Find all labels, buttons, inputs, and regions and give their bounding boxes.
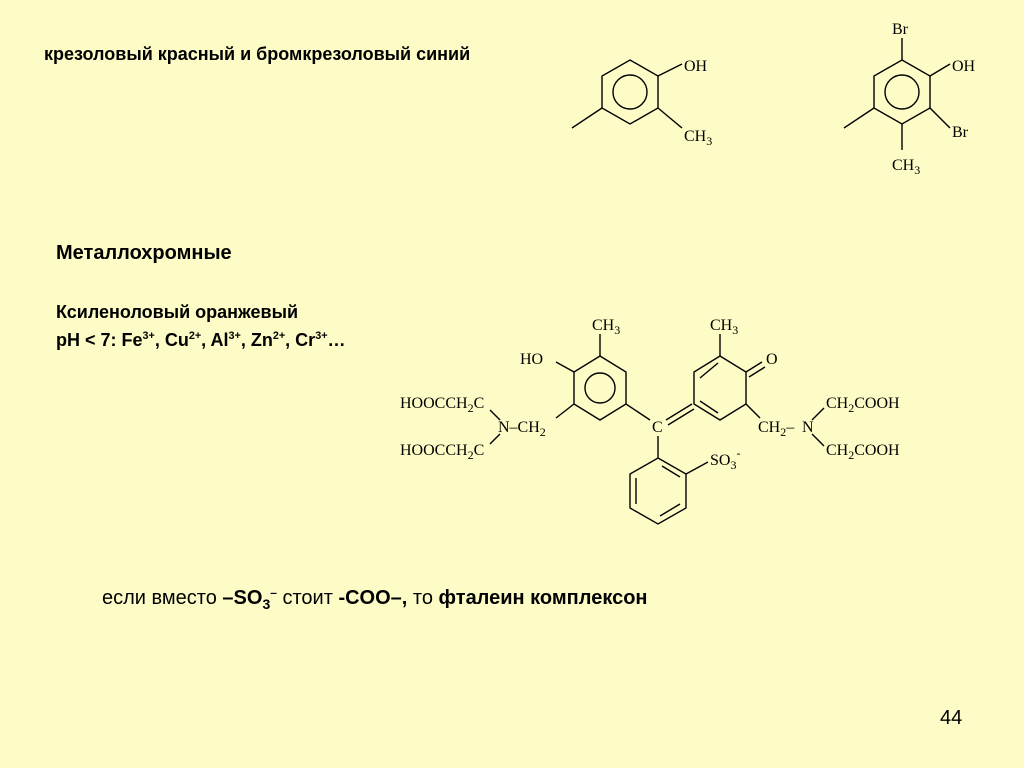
so3-group: –SO3– bbox=[222, 585, 277, 612]
xylenol-carbonyl-o: O bbox=[766, 351, 778, 368]
xylenol-center-right-bond-1 bbox=[665, 403, 693, 421]
ion-cu: Cu2+, bbox=[164, 330, 211, 350]
page-number: 44 bbox=[940, 707, 963, 729]
xylenol-right-lower-arm: CH2COOH bbox=[826, 442, 900, 462]
xylenol-right-ring-double-2 bbox=[699, 400, 719, 414]
xylenol-sulfonate-ring-double-2 bbox=[659, 503, 681, 517]
xylenol-sulfonate-ring bbox=[629, 457, 687, 525]
section-heading-metallochromic: Металлохромные bbox=[56, 242, 232, 264]
xylenol-right-ring-double-1 bbox=[699, 362, 719, 379]
bromocresol-oh: OH bbox=[952, 58, 976, 75]
cresol-oh: OH bbox=[684, 58, 708, 75]
xylenol-center-carbon: C bbox=[652, 419, 663, 436]
xylenol-right-ch2: CH2– bbox=[758, 419, 795, 439]
xylenol-left-ring-aromatic bbox=[584, 372, 616, 404]
cresol-ch3-bond bbox=[657, 107, 683, 129]
bromocresol-methyl-bond bbox=[843, 107, 875, 129]
xylenol-center-right-bond-2 bbox=[667, 408, 695, 426]
ion-al: Al3+, bbox=[210, 330, 251, 350]
xylenol-center-left-bond bbox=[625, 403, 651, 421]
xylenol-left-ring bbox=[573, 355, 627, 421]
xylenol-so3-bond bbox=[685, 461, 709, 475]
cresol-ch3: CH3 bbox=[684, 128, 712, 148]
bromocresol-br-right: Br bbox=[952, 124, 969, 141]
xylenol-ho-bond bbox=[555, 361, 575, 373]
cresol-oh-bond bbox=[657, 63, 683, 77]
bromocresol-ch3: CH3 bbox=[892, 157, 920, 177]
xylenol-ch3-right: CH3 bbox=[710, 317, 738, 337]
xylenol-right-n: N bbox=[802, 419, 814, 436]
xylenol-sulfonate-ring-double-3 bbox=[661, 465, 681, 478]
bromocresol-br-right-bond bbox=[929, 107, 951, 129]
ion-fe: Fe3+, bbox=[121, 330, 165, 350]
xylenol-right-ch2-bond bbox=[745, 403, 761, 419]
xylenol-ch3-left: CH3 bbox=[592, 317, 620, 337]
ion-zn: Zn2+, bbox=[250, 330, 296, 350]
coo-group: -COO–, bbox=[338, 587, 408, 609]
ph-condition-line: pH < 7: Fe3+, Cu2+, Al3+, Zn2+, Cr3+… bbox=[56, 330, 346, 351]
xylenol-carbonyl-bond-1 bbox=[745, 361, 763, 373]
ion-cr: Cr3+… bbox=[295, 330, 346, 350]
xylenol-left-ch2-bond bbox=[555, 403, 575, 419]
xylenol-left-lower-arm: HOOCCH2C bbox=[400, 442, 484, 462]
cresol-ring-aromatic bbox=[612, 74, 648, 110]
xylenol-left-n-ch2: N–CH2 bbox=[498, 419, 546, 439]
xylenol-right-upper-arm: CH2COOH bbox=[826, 395, 900, 415]
ph-prefix: pH < 7: bbox=[56, 330, 122, 350]
xylenol-right-n-upper-bond bbox=[811, 407, 825, 421]
xylenol-right-n-lower-bond bbox=[811, 433, 825, 447]
xylenol-left-upper-arm: HOOCCH2C bbox=[400, 395, 484, 415]
xylenol-orange-name: Ксиленоловый оранжевый bbox=[56, 302, 299, 322]
xylenol-left-n-upper-bond bbox=[489, 409, 501, 421]
xylenol-left-n-lower-bond bbox=[489, 433, 501, 445]
bromocresol-br-top: Br bbox=[892, 21, 909, 38]
bromocresol-ring-aromatic bbox=[884, 74, 920, 110]
xylenol-right-ring bbox=[693, 355, 747, 421]
title-cresol-indicators: крезоловый красный и бромкрезоловый сини… bbox=[44, 44, 471, 64]
bromocresol-oh-bond bbox=[929, 63, 951, 77]
phthalein-complexone-note: если вместо –SO3– стоит -COO–, то фталеи… bbox=[102, 585, 648, 612]
phthalein-complexone-term: фталеин комплексон bbox=[438, 587, 648, 609]
xylenol-carbonyl-bond-2 bbox=[748, 366, 766, 378]
xylenol-ho: HO bbox=[520, 351, 543, 368]
xylenol-so3: SO3- bbox=[710, 446, 740, 472]
cresol-methyl-bond bbox=[571, 107, 603, 129]
